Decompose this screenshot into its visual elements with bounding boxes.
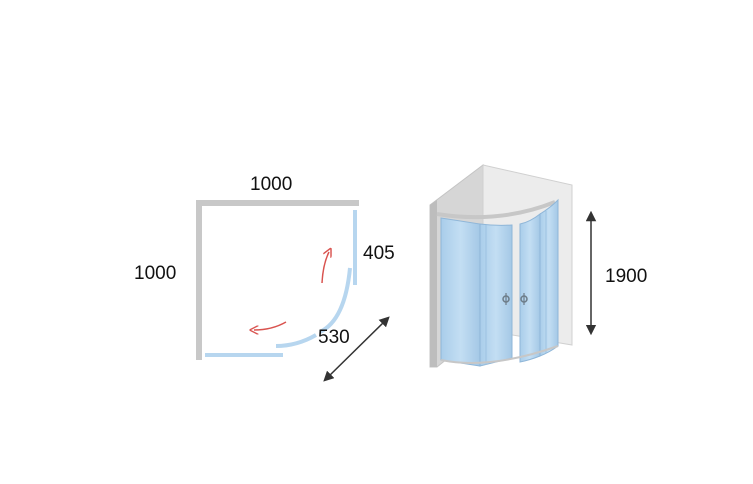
plan-curved-door-outer	[319, 267, 352, 334]
elevation-height-label: 1900	[605, 266, 647, 287]
elevation-top-frame	[436, 200, 556, 220]
door-handle-icon	[502, 293, 528, 305]
elevation-bottom-frame	[440, 345, 559, 364]
elevation-glass-fixed-right	[539, 198, 559, 357]
plan-depth-label: 1000	[134, 263, 176, 284]
plan-width-label: 1000	[250, 174, 292, 195]
plan-door-diagonal-label: 530	[318, 327, 350, 348]
plan-view: 1000 1000 405 530	[134, 174, 395, 382]
elevation-glass-fixed-left	[440, 217, 481, 367]
plan-side-panel-label: 405	[363, 243, 395, 264]
elevation-glass-door-left	[479, 223, 513, 367]
plan-curved-door-inner	[275, 333, 318, 348]
plan-open-arrow-left	[254, 321, 287, 330]
elevation-wall-inner-shade	[430, 200, 437, 367]
plan-diagonal-dimension-line	[323, 316, 390, 382]
plan-wall	[196, 200, 359, 360]
plan-open-arrow-up	[321, 252, 329, 284]
elevation-glass-door-right	[519, 212, 541, 363]
elevation-view: 1900	[429, 163, 647, 368]
